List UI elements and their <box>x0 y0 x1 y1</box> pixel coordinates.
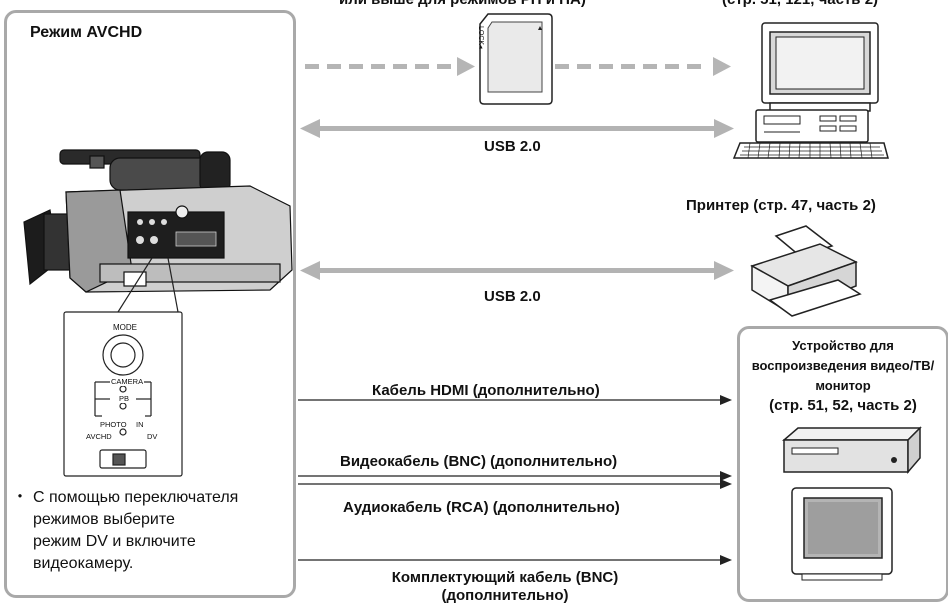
dial-dv-label: DV <box>147 432 158 441</box>
usb-printer-label: USB 2.0 <box>484 288 541 305</box>
printer-icon <box>750 225 862 317</box>
note-line: видеокамеру. <box>33 555 134 572</box>
component-cable-line2: (дополнительно) <box>441 587 569 604</box>
printer-label: Принтер (стр. 47, часть 2) <box>686 197 876 214</box>
usb-double-arrow-computer <box>300 119 734 138</box>
playback-line: воспроизведения видео/ТВ/ <box>751 358 935 373</box>
cable-arrows <box>298 395 732 565</box>
callout-lines <box>117 257 179 313</box>
video-cable-label: Видеокабель (BNC) (дополнительно) <box>340 453 618 470</box>
camcorder-icon <box>23 149 293 293</box>
usb-double-arrow-printer <box>300 261 734 280</box>
dial-mode-label: MODE <box>113 323 137 332</box>
playback-panel-title: Устройство для воспроизведения видео/ТВ/… <box>737 336 948 396</box>
playback-line: Устройство для <box>792 338 894 353</box>
dial-in-label: IN <box>136 420 144 429</box>
sd-card-icon <box>479 13 553 105</box>
dashed-arrow-sd <box>305 57 731 76</box>
hdmi-cable-label: Кабель HDMI (дополнительно) <box>372 382 600 399</box>
note-bullet: ・ <box>12 489 29 506</box>
dial-avchd-label: AVCHD <box>86 432 112 441</box>
component-cable-line1: Комплектующий кабель (BNC) <box>391 569 619 586</box>
sd-card-caption: или выше для режимов PH и HA) <box>339 0 586 8</box>
playback-line: монитор <box>815 378 871 393</box>
usb-computer-label: USB 2.0 <box>484 138 541 155</box>
tv-monitor-icon <box>791 487 893 581</box>
sd-card-lock-text: LOCK◂ <box>477 26 484 49</box>
dial-pb-label: PB <box>118 394 131 403</box>
note-line: режим DV и включите <box>33 533 196 550</box>
dial-photo-label: PHOTO <box>100 420 127 429</box>
component-cable-label: Комплектующий кабель (BNC) (дополнительн… <box>360 569 650 604</box>
video-deck-icon <box>781 426 922 475</box>
note-text: С помощью переключателя режимов выберите… <box>33 487 293 575</box>
playback-pages-label: (стр. 51, 52, часть 2) <box>769 397 917 414</box>
audio-cable-label: Аудиокабель (RCA) (дополнительно) <box>343 499 620 516</box>
panel-title: Режим AVCHD <box>30 24 143 41</box>
computer-icon <box>732 22 889 159</box>
note-line: С помощью переключателя <box>33 489 239 506</box>
dial-camera-label: CAMERA <box>110 377 145 386</box>
avchd-mode-panel <box>4 10 296 598</box>
computer-caption: (стр. 51, 121, часть 2) <box>722 0 878 8</box>
note-line: режимов выберите <box>33 511 175 528</box>
